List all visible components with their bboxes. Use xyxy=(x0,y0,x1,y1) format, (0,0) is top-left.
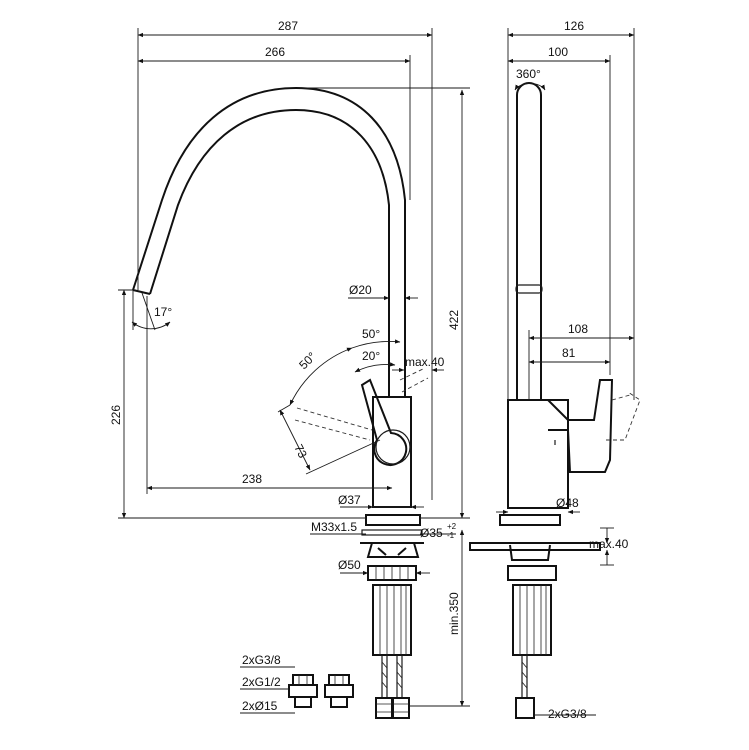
fit-g38: 2xG3/8 xyxy=(242,653,281,667)
dim-max40: max.40 xyxy=(405,355,445,369)
rotation-360: 360° xyxy=(516,67,541,81)
lever-handle xyxy=(360,378,408,466)
dim-266: 266 xyxy=(265,45,285,59)
tol-plus: +2 xyxy=(447,522,457,531)
fixing-bracket xyxy=(360,542,424,558)
dim-238: 238 xyxy=(242,472,262,486)
dim-287: 287 xyxy=(278,19,298,33)
thread-m33: M33x1.5 xyxy=(311,520,357,534)
dim-422: 422 xyxy=(447,310,461,330)
threaded-shank xyxy=(372,584,412,656)
side-view xyxy=(469,82,641,719)
dim-side-max40: max.40 xyxy=(589,537,629,551)
side-spout xyxy=(516,82,542,400)
lever-alt-position xyxy=(294,407,373,441)
fit-d15: 2xØ15 xyxy=(242,699,278,713)
side-g38: 2xG3/8 xyxy=(548,707,587,721)
angle-50-left: 50° xyxy=(296,349,319,372)
dim-d50: Ø50 xyxy=(338,558,361,572)
front-view xyxy=(132,86,429,719)
angle-50-right: 50° xyxy=(362,327,380,341)
dim-d48: Ø48 xyxy=(556,496,579,510)
angle-17: 17° xyxy=(154,305,172,319)
tol-minus: -1 xyxy=(447,531,455,540)
dim-d37: Ø37 xyxy=(338,493,361,507)
front-dimensions: 287 266 422 226 17° Ø20 50° 50° 20° max xyxy=(109,19,470,714)
dim-min350: min.350 xyxy=(447,592,461,635)
angle-20: 20° xyxy=(362,349,380,363)
side-lever xyxy=(547,379,614,473)
spout-outlet xyxy=(132,289,151,295)
dim-d20: Ø20 xyxy=(349,283,372,297)
dim-81: 81 xyxy=(562,346,576,360)
spout-outer xyxy=(132,86,406,397)
dim-108: 108 xyxy=(568,322,588,336)
flex-hoses xyxy=(381,655,403,698)
dim-100: 100 xyxy=(548,45,568,59)
side-body xyxy=(507,399,569,509)
dim-d35: Ø35 xyxy=(420,526,443,540)
base-flange xyxy=(365,514,421,526)
adapter-fittings xyxy=(288,674,354,708)
dim-126: 126 xyxy=(564,19,584,33)
side-counter-plate xyxy=(469,542,601,551)
dim-226: 226 xyxy=(109,405,123,425)
side-dimensions: 126 100 360° 108 81 Ø48 max.40 2xG3/8 xyxy=(496,19,635,721)
dim-73: 73 xyxy=(291,442,310,461)
spout-inner xyxy=(149,108,390,397)
fit-g12: 2xG1/2 xyxy=(242,675,281,689)
